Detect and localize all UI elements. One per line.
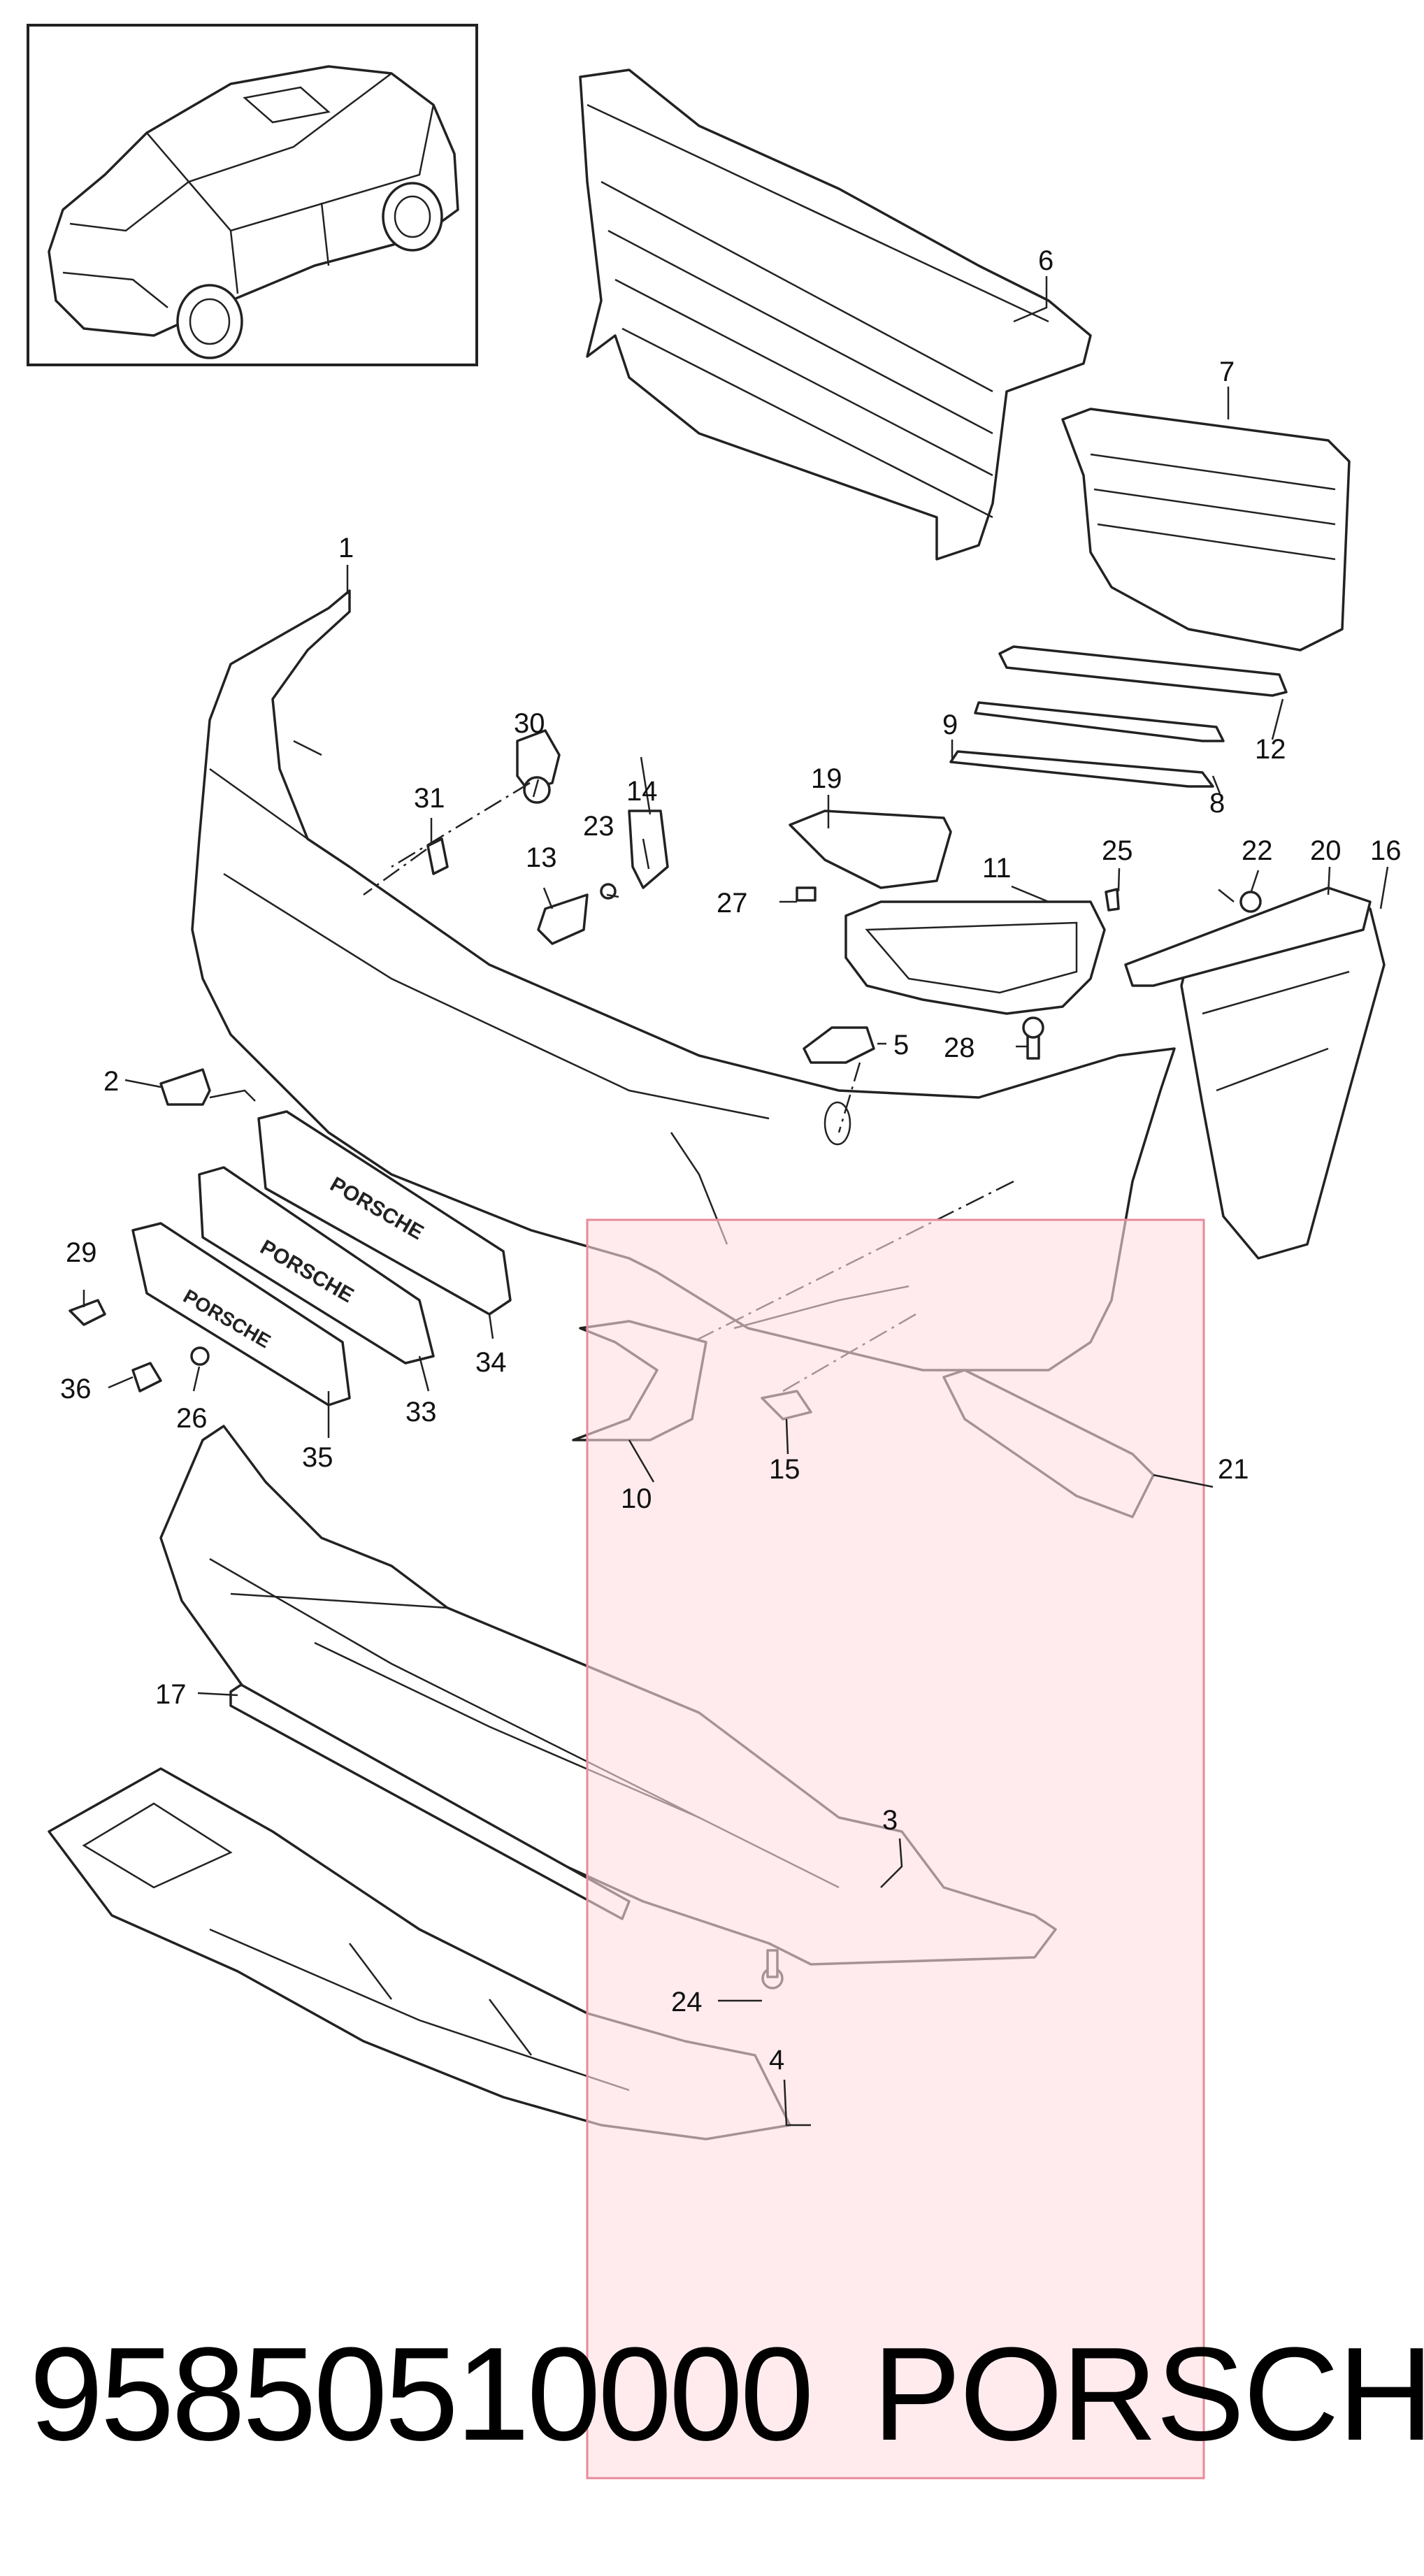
fasteners-part <box>426 729 1044 1989</box>
callout-35: 35 <box>302 1442 333 1473</box>
trim-strips-part <box>949 645 1288 788</box>
callout-10: 10 <box>621 1483 652 1514</box>
vehicle-thumbnail <box>27 24 478 366</box>
callout-16: 16 <box>1370 835 1402 866</box>
callout-22: 22 <box>1242 835 1273 866</box>
grille-frame-part <box>579 69 1092 561</box>
callout-27: 27 <box>717 888 748 919</box>
callout-1: 1 <box>338 533 354 563</box>
tow-hook-cap-part <box>803 1026 875 1064</box>
callouts: 1 2 3 4 5 6 7 8 9 10 11 12 13 14 15 16 1… <box>60 245 1402 2075</box>
callout-2: 2 <box>103 1066 119 1097</box>
callout-30: 30 <box>514 708 545 739</box>
callout-7: 7 <box>1219 357 1235 387</box>
callout-17: 17 <box>155 1679 187 1710</box>
callout-14: 14 <box>626 776 658 807</box>
callout-23: 23 <box>583 811 614 842</box>
brand-name: PORSCHE <box>872 2320 1424 2468</box>
callout-13: 13 <box>526 842 557 873</box>
small-bracket-part <box>789 810 952 889</box>
callout-15: 15 <box>769 1454 800 1485</box>
grille-insert-part <box>1061 408 1351 652</box>
callout-5: 5 <box>893 1030 909 1060</box>
leader-lines <box>82 276 1389 2127</box>
highlight-region <box>586 1218 1205 2480</box>
side-bracket-part <box>1105 886 1386 1260</box>
fog-lamp-trim-part <box>844 900 1106 1015</box>
callout-29: 29 <box>66 1237 97 1268</box>
part-number: 95850510000 <box>29 2320 814 2468</box>
callout-21: 21 <box>1218 1454 1249 1485</box>
callout-25: 25 <box>1102 835 1133 866</box>
callout-9: 9 <box>942 710 958 740</box>
callout-33: 33 <box>405 1397 437 1427</box>
callout-12: 12 <box>1255 734 1286 765</box>
callout-34: 34 <box>475 1347 507 1378</box>
license-plate-brackets-part: PORSCHE PORSCHE PORSCHE <box>69 1110 512 1406</box>
callout-11: 11 <box>982 853 1012 884</box>
callout-6: 6 <box>1038 245 1053 276</box>
callout-19: 19 <box>811 763 842 794</box>
callout-28: 28 <box>944 1032 975 1063</box>
callout-8: 8 <box>1209 788 1225 819</box>
callout-4: 4 <box>769 2045 784 2075</box>
callout-24: 24 <box>671 1987 703 2017</box>
callout-31: 31 <box>414 783 445 814</box>
tow-cover-part <box>159 1068 256 1106</box>
callout-26: 26 <box>176 1403 208 1434</box>
callout-3: 3 <box>882 1805 898 1836</box>
callout-36: 36 <box>60 1374 92 1404</box>
suv-illustration <box>48 65 459 359</box>
callout-20: 20 <box>1310 835 1342 866</box>
